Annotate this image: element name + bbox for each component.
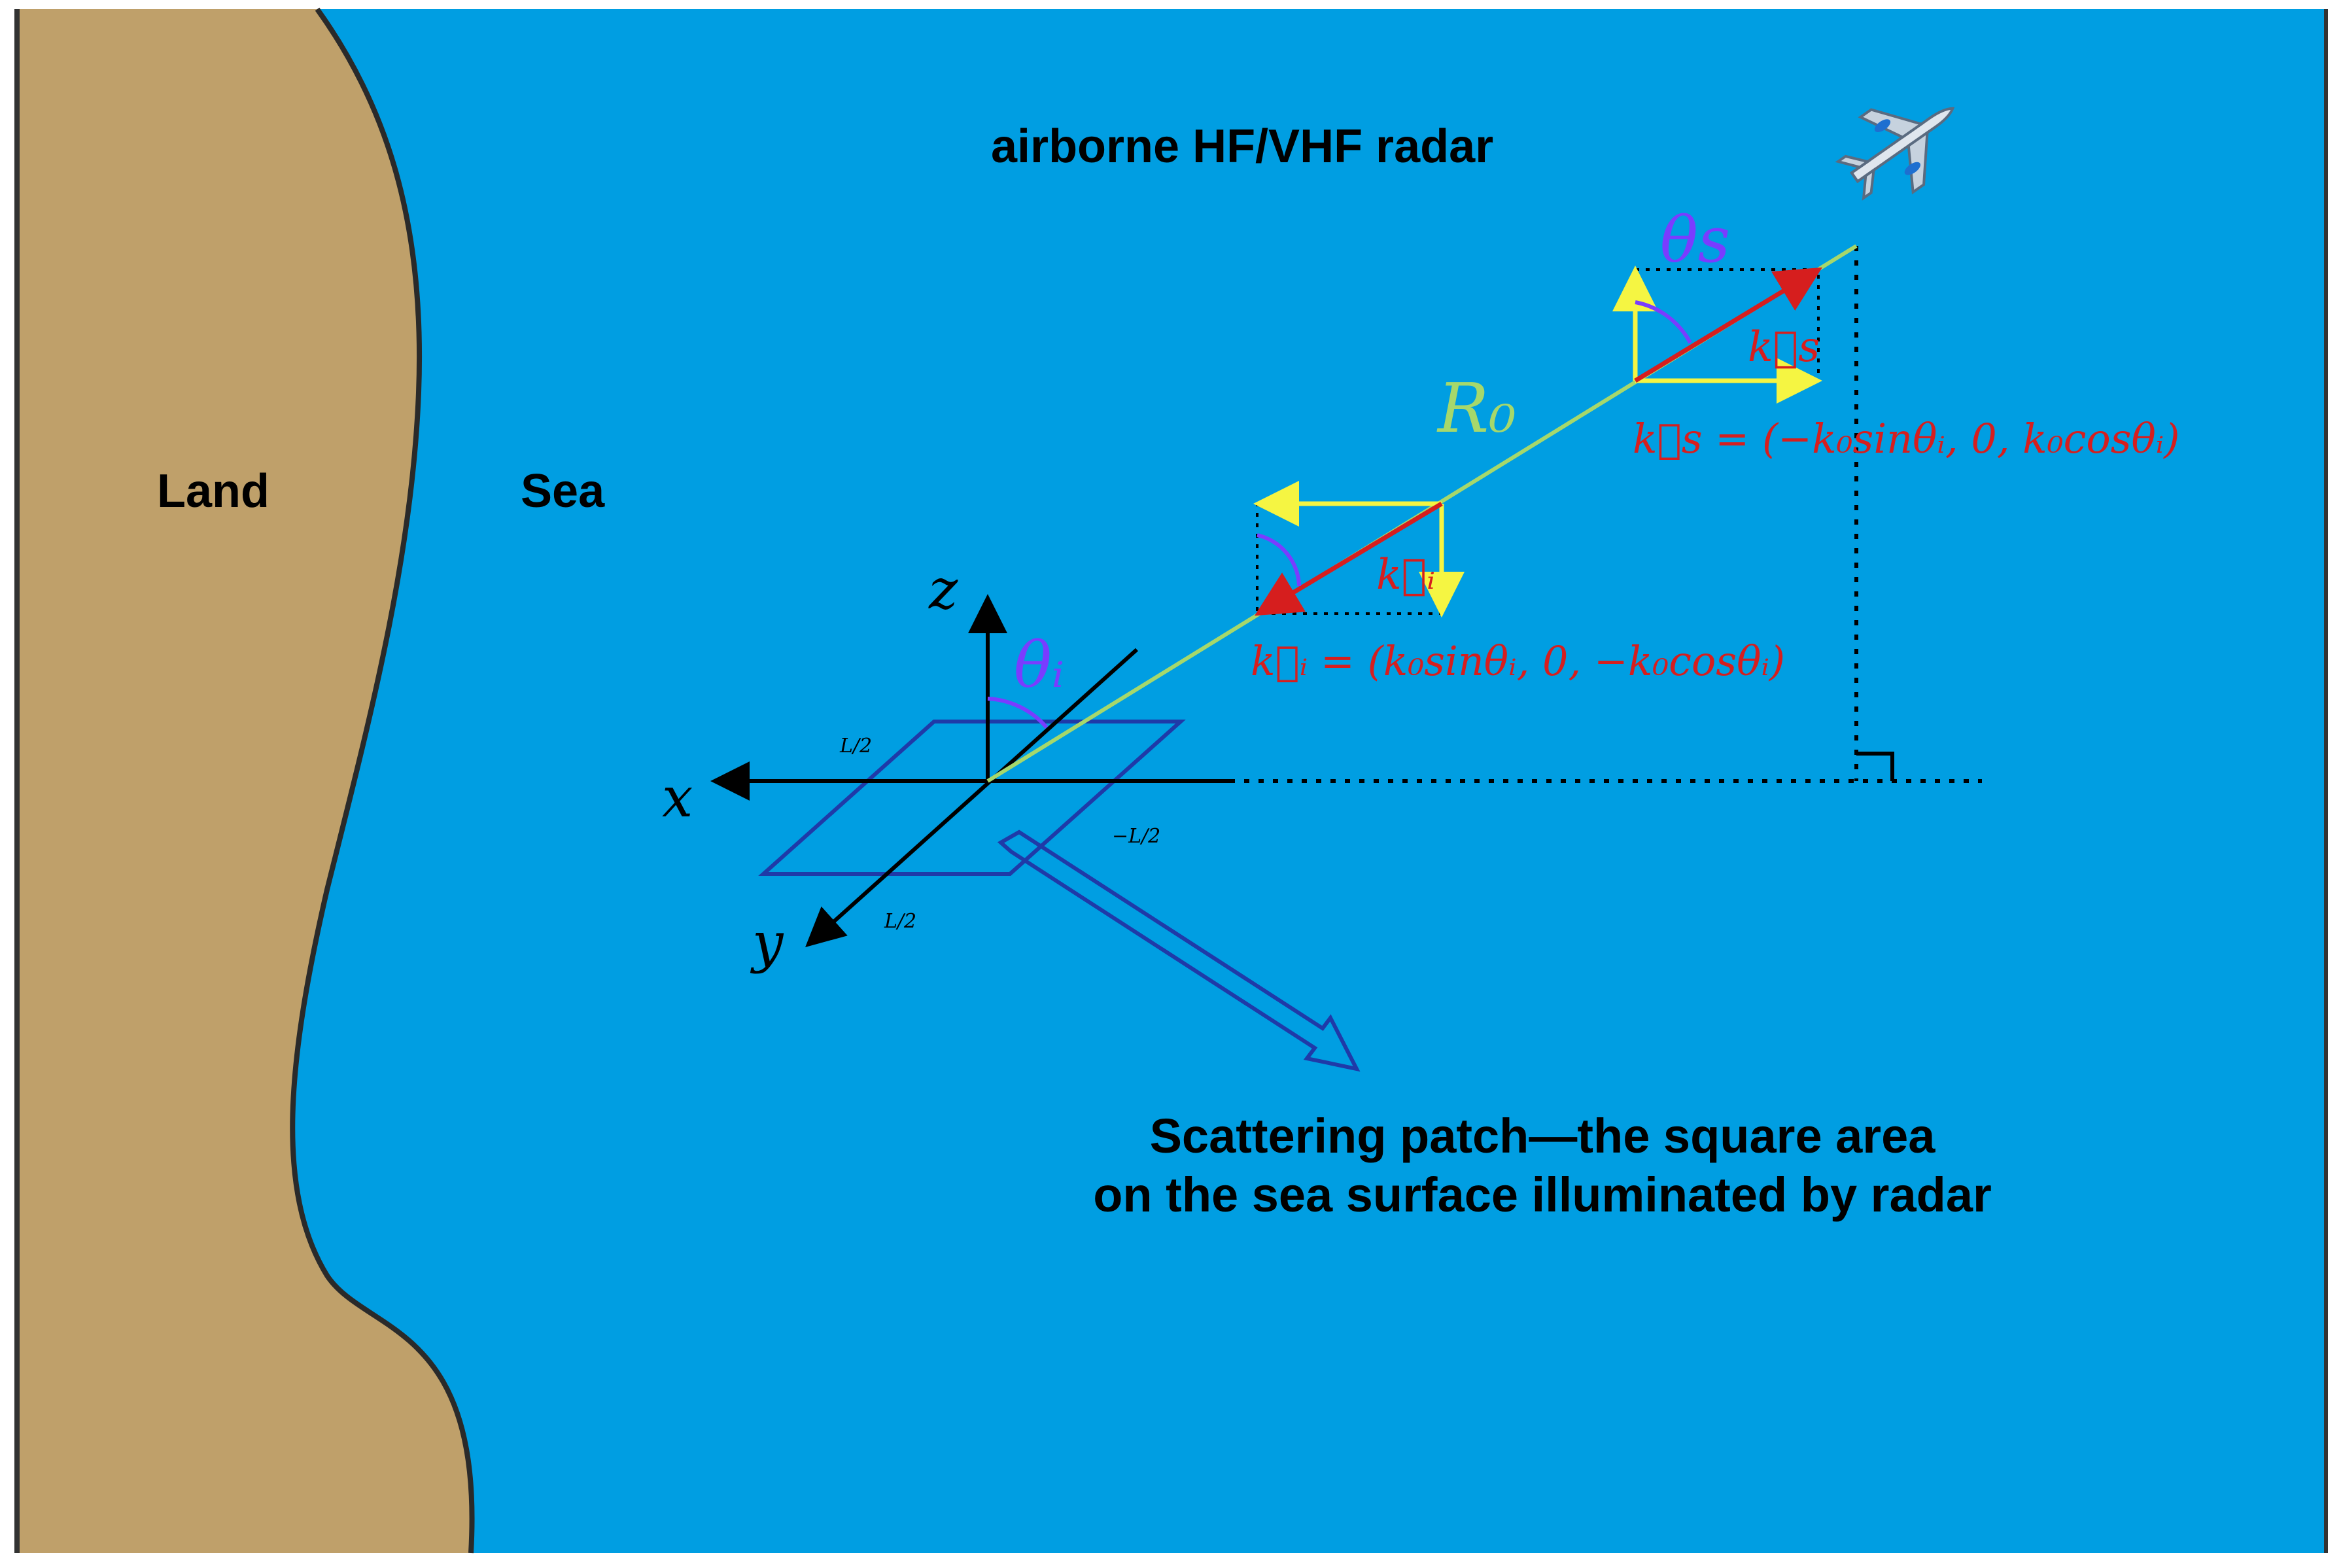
y-axis-label: y <box>750 911 784 975</box>
caption-line-2: on the sea surface illuminated by radar <box>1093 1168 1992 1222</box>
scattered-vector-label: k⃗s <box>1748 323 1820 372</box>
incident-vector-angle-arc <box>1257 533 1301 587</box>
radar-title: airborne HF/VHF radar <box>991 120 1493 173</box>
scattering-patch <box>758 720 1186 876</box>
y-axis <box>805 648 1139 948</box>
z-axis-label: z <box>928 557 958 621</box>
scattered-vector-angle-arc <box>1635 300 1692 344</box>
incidence-angle-label: θᵢ <box>1014 629 1064 702</box>
incident-vector-box <box>1256 502 1443 615</box>
patch-negative-half-length-label: −L/2 <box>1112 825 1160 848</box>
x-axis-label: x <box>662 765 693 829</box>
scattered-angle-label: θs <box>1660 203 1730 277</box>
patch-callout-arrow <box>997 829 1361 1072</box>
incident-vector-label: k⃗ᵢ <box>1376 551 1435 599</box>
patch-half-length-label-x: L/2 <box>839 735 872 758</box>
right-angle-marker <box>1856 752 1894 781</box>
caption-line-1: Scattering patch—the square area <box>1150 1109 1936 1163</box>
incident-vector-equation: k⃗ᵢ = (k₀sinθᵢ, 0, −k₀cosθᵢ) <box>1251 637 1785 685</box>
patch-half-length-label-y: L/2 <box>884 910 916 933</box>
incident-wave-vector <box>1254 501 1443 616</box>
scattered-vector-equation: k⃗s = (−k₀sinθᵢ, 0, k₀cosθᵢ) <box>1633 415 2179 462</box>
land-label: Land <box>157 465 269 517</box>
incidence-angle-arc <box>987 697 1049 729</box>
coastline <box>290 7 475 1554</box>
scattered-wave-vector <box>1634 267 1822 383</box>
sea-label: Sea <box>521 465 605 517</box>
land-area <box>16 9 472 1553</box>
airplane-icon <box>1835 107 1955 201</box>
range-label: R₀ <box>1436 368 1516 448</box>
